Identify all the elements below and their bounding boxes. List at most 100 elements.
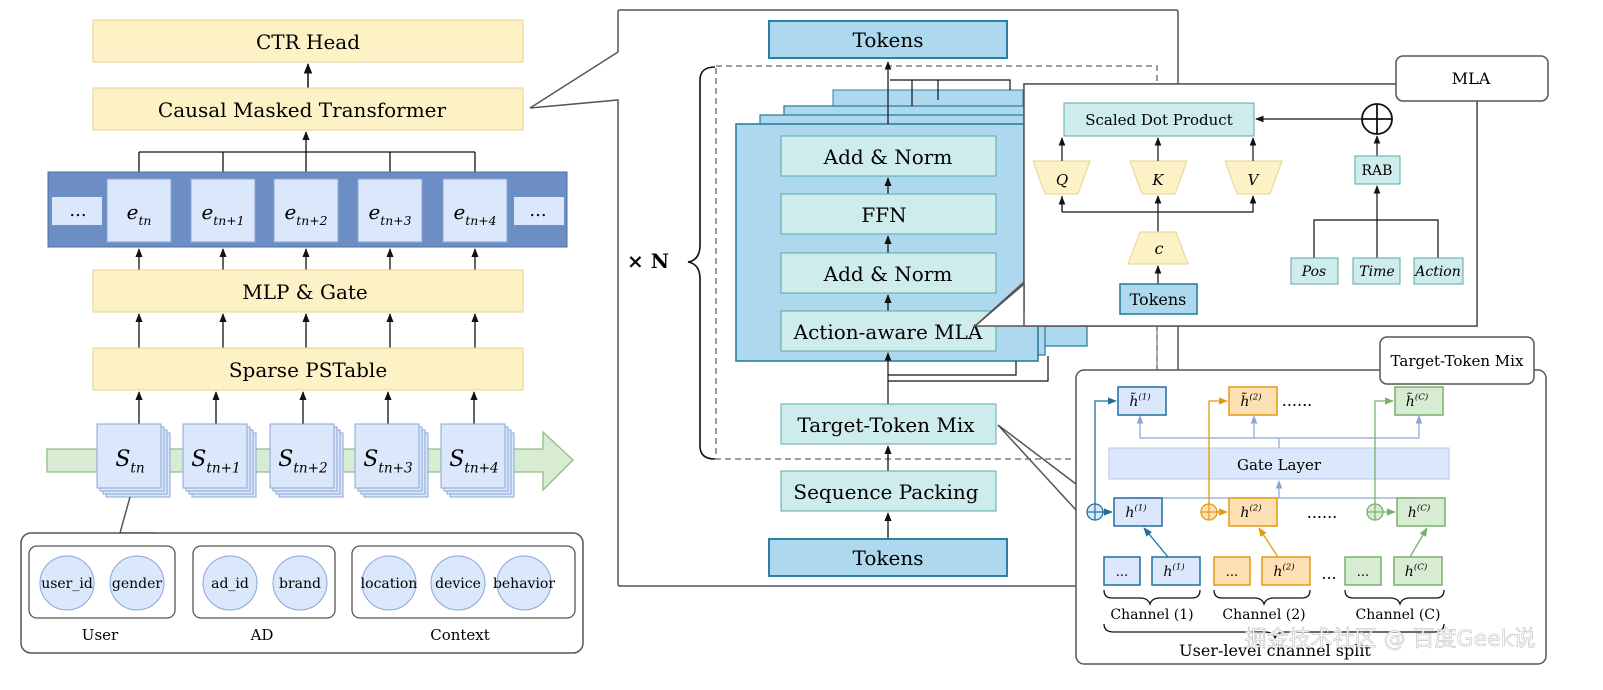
ttm-top-ellipsis: ......	[1282, 391, 1313, 410]
embedding-label-base: e	[201, 200, 213, 224]
sample-label-sub: tn+3	[378, 461, 413, 477]
sample-label-sub: tn	[130, 461, 144, 477]
embedding-ellipsis-left-label: ...	[69, 200, 86, 221]
channel-1-label: Channel (1)	[1110, 607, 1193, 623]
mla-title-tag	[1395, 55, 1549, 102]
embedding-label-sub: tn+1	[213, 213, 244, 228]
ctr-head-box	[92, 19, 524, 63]
causal-transformer-label: Causal Masked Transformer	[158, 98, 447, 122]
embedding-label-sub: tn+4	[465, 213, 496, 228]
ttm-mid-label-sub: (1)	[1134, 503, 1146, 514]
time-box	[1352, 257, 1401, 285]
embedding-label: etn+3	[368, 200, 411, 228]
ttm-mid-box	[1228, 497, 1278, 527]
bottom-connectors	[884, 352, 1049, 404]
ttm-small-label: ...	[1116, 565, 1128, 580]
embedding-label-base: e	[127, 200, 139, 224]
ttm-input-label: h(C)	[1405, 562, 1427, 580]
gate-layer-box	[1108, 447, 1450, 480]
ttm-mid-label-sub: (C)	[1417, 503, 1430, 514]
gate-layer-label: Gate Layer	[1237, 456, 1322, 474]
feature-circle	[202, 555, 258, 611]
ttm-small-label: ...	[1357, 565, 1369, 580]
sdp-label: Scaled Dot Product	[1085, 111, 1233, 129]
ttm-input-arrow	[1258, 527, 1279, 558]
ttm-small-label: ...	[1226, 565, 1238, 580]
add-norm-1-label: Add & Norm	[823, 145, 953, 169]
ttm-callout-bottom	[997, 424, 1077, 511]
embedding-cell	[442, 178, 508, 243]
ttm-output-label-sub: (1)	[1138, 392, 1150, 403]
channel-c-label: Channel (C)	[1356, 607, 1441, 623]
times-n-label: × N	[627, 249, 669, 273]
embedding-label-sub: tn+3	[380, 213, 411, 228]
ttm-callout-top	[997, 424, 1077, 485]
sample-card	[96, 423, 162, 489]
feature-group-label: AD	[250, 626, 274, 644]
ttm-mid-label: h(C)	[1408, 503, 1430, 521]
ttm-panel-box	[1075, 369, 1547, 665]
sample-label-base: S	[363, 447, 378, 472]
time-label: Time	[1359, 264, 1394, 280]
c-label: c	[1155, 239, 1164, 258]
sample-card	[440, 423, 506, 489]
mla-tokens-box	[1119, 283, 1198, 315]
embedding-label-sub: tn	[138, 213, 151, 228]
ttm-small-box	[1213, 556, 1251, 586]
feature-circle	[272, 555, 328, 611]
feature-label: brand	[279, 576, 321, 592]
sample-label-sub: tn+1	[206, 461, 240, 477]
ttm-input-arrow	[1409, 527, 1428, 558]
add-norm-1-box	[780, 135, 997, 177]
ttm-output-box	[1117, 386, 1167, 416]
ttm-output-label: h̃(2)	[1240, 392, 1261, 410]
ttm-mid-box	[1113, 497, 1163, 527]
q-trapezoid	[1032, 160, 1091, 195]
channel-2-label: Channel (2)	[1222, 607, 1305, 623]
embedding-label-base: e	[453, 200, 465, 224]
sample-label: Stn+2	[278, 447, 327, 477]
mlp-to-emb-arrows	[135, 248, 479, 270]
feature-circle	[430, 555, 486, 611]
mlp-gate-label: MLP & Gate	[242, 280, 368, 304]
ttm-block-box	[780, 403, 997, 445]
pos-box	[1290, 257, 1339, 285]
rab-label: RAB	[1362, 163, 1393, 179]
ttm-mid-label: h(1)	[1125, 503, 1146, 521]
embedding-ellipsis-right	[514, 197, 564, 225]
ttm-title: Target-Token Mix	[1391, 352, 1524, 370]
ttm-panel: Target-Token Mix Gate Layer h̃(1)h(1)...…	[997, 336, 1547, 665]
feature-circle	[361, 555, 417, 611]
ttm-input-label: h(2)	[1273, 562, 1294, 580]
ttm-input-arrow	[1143, 527, 1169, 558]
sdp-box	[1063, 102, 1255, 137]
sample-card	[354, 423, 420, 489]
samples-to-pstable-arrows	[135, 391, 478, 424]
seq-pack-box	[780, 470, 997, 512]
channel-split-label: User-level channel split	[1179, 641, 1371, 660]
middle-column: Tokens × N Add & Norm FFN Add & Norm Act…	[627, 20, 1158, 577]
channel-braces	[1103, 589, 1445, 641]
tokens-bottom-box	[768, 538, 1008, 577]
ttm-output-label-base: h̃	[1240, 392, 1249, 410]
ttm-input-label-sub: (C)	[1414, 562, 1427, 573]
ttm-mid-ellipsis: ......	[1307, 503, 1338, 522]
v-label: V	[1248, 171, 1261, 189]
ctr-head-label: CTR Head	[256, 30, 360, 54]
embedding-cell	[357, 178, 423, 243]
pos-label: Pos	[1301, 264, 1326, 280]
embedding-label-base: e	[368, 200, 380, 224]
embedding-label: etn+1	[201, 200, 244, 228]
ttm-input-box	[1151, 556, 1201, 586]
pstable-box	[92, 347, 524, 391]
ttm-mid-label-base: h	[1125, 505, 1134, 521]
mla-tokens-label: Tokens	[1130, 290, 1187, 309]
ttm-mid-label-base: h	[1408, 505, 1417, 521]
mla-block-box	[780, 310, 997, 352]
qkv-arrows	[1058, 137, 1257, 232]
add-norm-2-label: Add & Norm	[823, 262, 953, 286]
